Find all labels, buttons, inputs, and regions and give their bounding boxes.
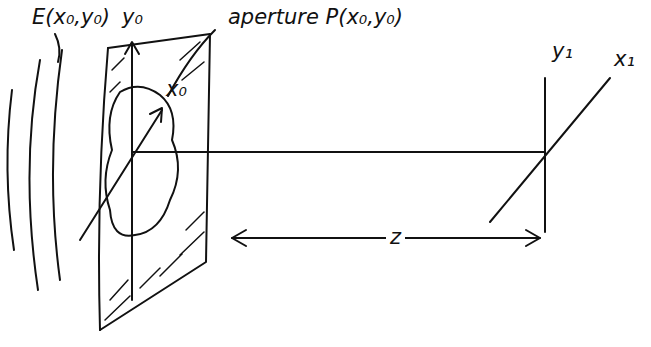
wavefront bbox=[29, 60, 40, 290]
arrowhead bbox=[526, 230, 540, 246]
y0-axis bbox=[131, 44, 133, 300]
x0-axis bbox=[80, 110, 162, 240]
optical-axis bbox=[132, 151, 545, 153]
distance-label: z bbox=[386, 226, 405, 249]
aperture-opening bbox=[105, 87, 178, 236]
hatching bbox=[105, 42, 204, 320]
arrowhead bbox=[125, 42, 139, 54]
arrowhead bbox=[150, 108, 162, 122]
axis-label: x₁ bbox=[614, 48, 635, 71]
axis-label: x₀ bbox=[166, 78, 187, 101]
wavefront bbox=[53, 50, 62, 280]
wavefront bbox=[7, 90, 14, 250]
field-label: E(x₀,y₀) bbox=[32, 6, 110, 29]
arrowhead bbox=[232, 230, 246, 246]
x1-axis bbox=[490, 78, 610, 222]
aperture-label: aperture P(x₀,y₀) bbox=[228, 6, 403, 29]
leader-line bbox=[55, 34, 59, 62]
axis-label: y₁ bbox=[552, 40, 573, 63]
axis-label: y₀ bbox=[122, 6, 143, 29]
